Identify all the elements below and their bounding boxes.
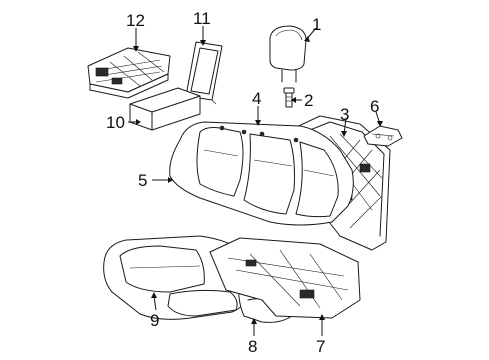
part-10-armrest <box>129 87 201 131</box>
callout-12: 12 <box>126 11 145 30</box>
part-7-seat-frame <box>209 237 361 319</box>
callout-8: 8 <box>248 337 257 356</box>
part-12-seat-pad <box>87 47 171 99</box>
part-1-headrest <box>269 25 307 83</box>
callout-9: 9 <box>150 311 159 330</box>
callout-labels: 12 11 1 2 3 6 4 5 10 9 8 7 <box>106 9 379 356</box>
callout-10: 10 <box>106 113 125 132</box>
part-4-backrest-cover <box>196 125 339 218</box>
callout-3: 3 <box>340 105 349 124</box>
callout-7: 7 <box>316 337 325 356</box>
leader-lines <box>128 26 383 336</box>
callout-4: 4 <box>252 89 261 108</box>
callout-2: 2 <box>304 91 313 110</box>
part-2-guide-sleeve <box>283 87 295 108</box>
part-6-bracket <box>363 125 403 147</box>
part-11-trim-panel <box>181 41 223 105</box>
callout-1: 1 <box>312 15 321 34</box>
part-5-backrest-cushion <box>169 121 354 226</box>
callout-11: 11 <box>193 9 211 28</box>
callout-6: 6 <box>370 97 379 116</box>
callout-5: 5 <box>138 171 147 190</box>
